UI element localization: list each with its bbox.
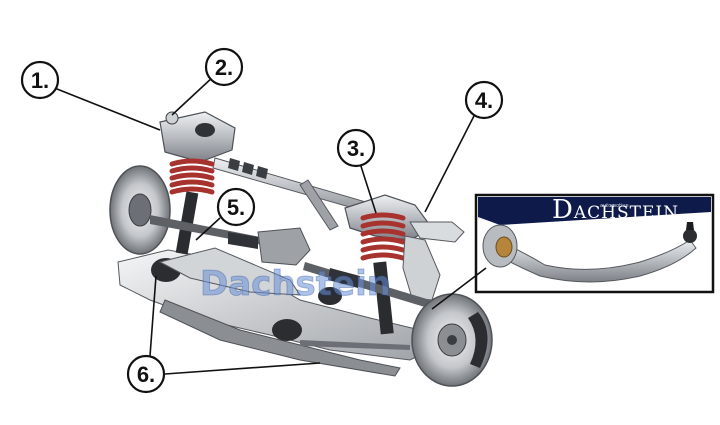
leader-inset bbox=[431, 267, 487, 310]
inset-brand-small: automotive bbox=[600, 203, 629, 209]
inset-photo: DACHSTEIN automotive bbox=[474, 193, 715, 294]
callout-2-label: 2. bbox=[215, 55, 233, 80]
right-strut bbox=[373, 261, 394, 335]
callout-1: 1. bbox=[20, 60, 60, 100]
right-cv-boot bbox=[328, 268, 360, 288]
subframe-crossmember bbox=[159, 299, 401, 377]
inset-brand-logo: DACHSTEIN bbox=[552, 195, 679, 225]
callout-4-label: 4. bbox=[475, 88, 493, 113]
right-hub-center bbox=[447, 335, 457, 345]
left-top-mount bbox=[159, 111, 236, 163]
callout-6: 6. bbox=[126, 354, 166, 394]
leader-4 bbox=[424, 111, 477, 213]
differential-housing bbox=[257, 227, 311, 266]
rubber-mount-right bbox=[272, 319, 302, 341]
right-brake-caliper bbox=[468, 312, 488, 368]
left-top-mount-bolt bbox=[195, 123, 215, 137]
callout-6-label: 6. bbox=[137, 362, 155, 387]
right-coil-spring bbox=[360, 212, 406, 261]
callout-1-label: 1. bbox=[31, 68, 49, 93]
leader-1 bbox=[51, 86, 161, 131]
left-hub bbox=[128, 193, 152, 227]
leader-6b bbox=[164, 362, 321, 375]
leader-lines bbox=[51, 75, 487, 375]
leader-5 bbox=[195, 217, 221, 241]
callout-5-label: 5. bbox=[227, 195, 245, 220]
suspension-illustration bbox=[109, 111, 493, 387]
callout-2: 2. bbox=[204, 47, 244, 87]
steering-pinion bbox=[299, 179, 339, 231]
watermark-text: Dachstein bbox=[200, 264, 391, 304]
left-upper-arm-joint bbox=[165, 111, 179, 125]
leader-3 bbox=[358, 159, 377, 214]
callout-3: 3. bbox=[336, 128, 376, 168]
callout-3-label: 3. bbox=[347, 136, 365, 161]
inset-control-arm bbox=[487, 237, 697, 283]
inset-bushing-core bbox=[495, 236, 513, 258]
leader-2 bbox=[171, 75, 215, 116]
steering-rack-boot bbox=[228, 158, 268, 179]
callout-4: 4. bbox=[464, 80, 504, 120]
callout-5: 5. bbox=[216, 187, 256, 227]
tie-rod bbox=[300, 340, 410, 350]
right-upper-arm bbox=[409, 221, 465, 243]
inset-ball-joint bbox=[683, 229, 697, 243]
inset-brand-band bbox=[478, 197, 711, 225]
left-coil-spring bbox=[169, 158, 215, 195]
leader-6a bbox=[149, 275, 157, 357]
rubber-mount-center bbox=[318, 287, 342, 305]
right-knuckle bbox=[402, 235, 441, 301]
lower-control-arm bbox=[158, 247, 301, 296]
inset-ball-stud bbox=[686, 222, 694, 230]
left-cv-boot bbox=[228, 232, 258, 249]
